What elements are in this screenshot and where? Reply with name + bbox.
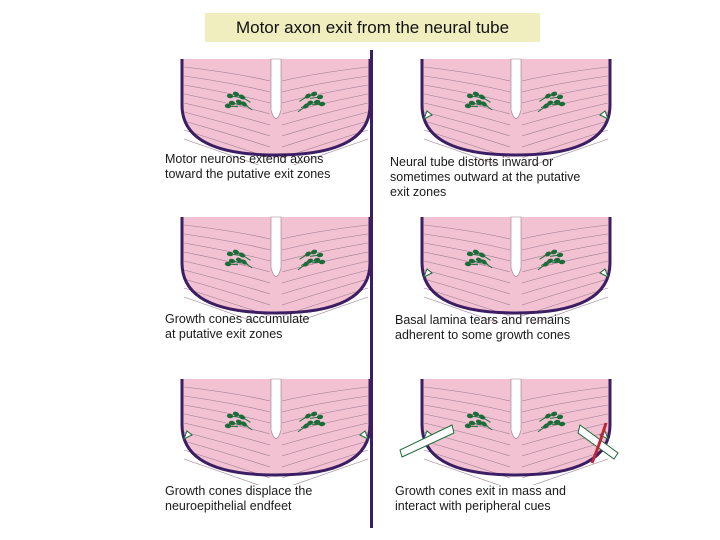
central-canal: [511, 217, 521, 277]
page-title: Motor axon exit from the neural tube: [205, 13, 540, 42]
central-canal: [511, 379, 521, 439]
panel-left-1: [180, 55, 375, 165]
central-canal: [511, 59, 521, 119]
central-canal: [271, 379, 281, 439]
caption-left-3: Growth cones displace the neuroepithelia…: [165, 484, 312, 514]
neural-tube-diagram: [180, 375, 375, 485]
neural-tube-diagram: [180, 55, 375, 165]
neural-tube-diagram: [420, 55, 615, 165]
caption-right-2: Basal lamina tears and remains adherent …: [395, 313, 570, 343]
title-banner: Motor axon exit from the neural tube: [205, 13, 540, 42]
panel-left-2: [180, 213, 375, 323]
panel-right-1: [420, 55, 615, 165]
caption-right-1: Neural tube distorts inward or sometimes…: [390, 155, 580, 200]
central-canal: [271, 59, 281, 119]
central-canal: [271, 217, 281, 277]
neural-tube-diagram: [420, 213, 615, 323]
caption-left-1: Motor neurons extend axons toward the pu…: [165, 152, 330, 182]
caption-left-2: Growth cones accumulate at putative exit…: [165, 312, 310, 342]
panel-right-3: [395, 375, 590, 485]
neural-tube-diagram: [180, 213, 375, 323]
panel-left-3: [180, 375, 375, 485]
caption-right-3: Growth cones exit in mass and interact w…: [395, 484, 566, 514]
neural-tube-diagram: [395, 375, 625, 485]
panel-right-2: [420, 213, 615, 323]
